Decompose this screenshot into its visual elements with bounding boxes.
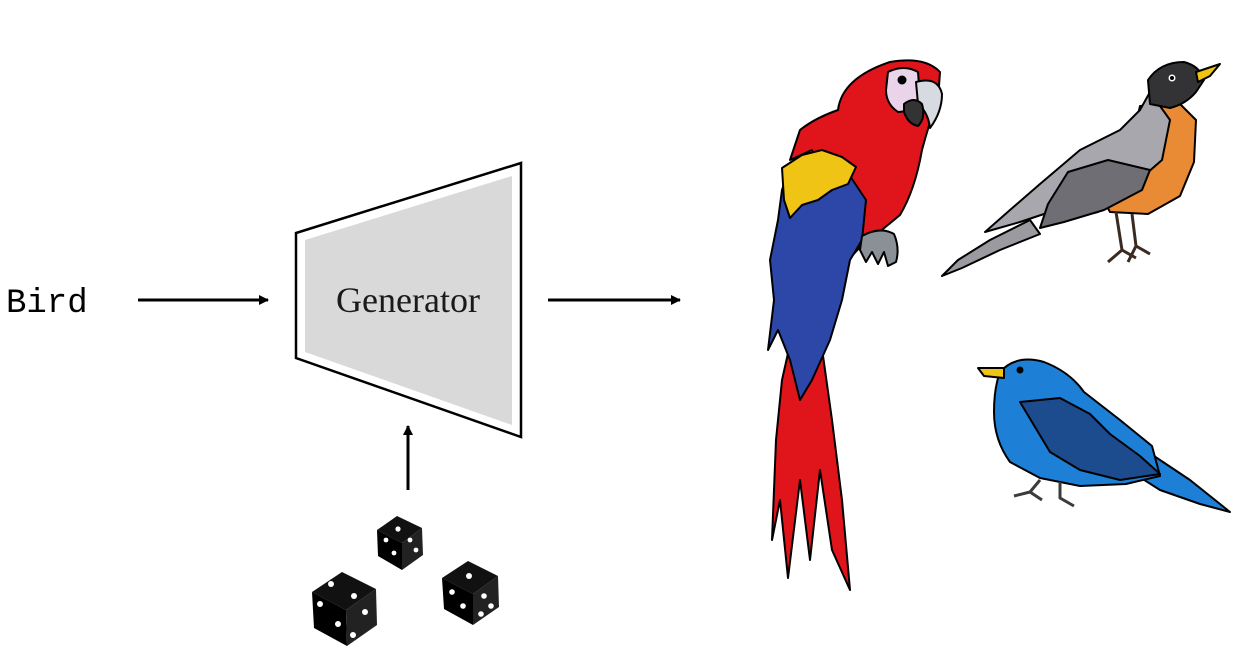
bluebird-icon: [977, 358, 1231, 513]
generator-label: Generator: [336, 280, 480, 320]
robin-icon: [941, 61, 1221, 277]
die-medium: [442, 561, 499, 625]
die-small: [377, 516, 423, 570]
generator-block: Generator: [294, 161, 523, 439]
parrot-icon: [767, 59, 943, 591]
dice-icon: [312, 516, 499, 646]
input-label: Bird: [6, 285, 88, 323]
die-large: [312, 572, 377, 646]
